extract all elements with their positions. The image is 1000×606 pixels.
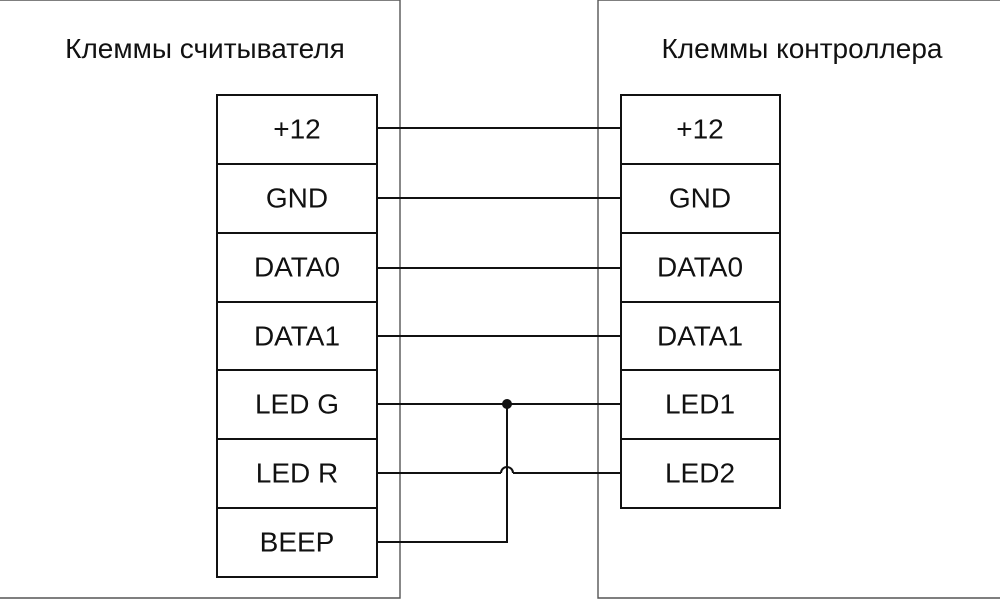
reader-terminal-label: GND: [266, 183, 328, 214]
reader-terminal-label: BEEP: [260, 527, 335, 558]
controller-terminal-gnd: [620, 163, 781, 234]
controller-terminal-led2: [620, 438, 781, 509]
controller-terminal-label: +12: [676, 114, 724, 145]
controller-terminal-led1: [620, 369, 781, 440]
reader-terminal-12v: [216, 94, 378, 165]
controller-terminal-label: GND: [669, 183, 731, 214]
reader-terminal-label: DATA0: [254, 252, 340, 283]
wire-beep: [377, 404, 508, 543]
junction-dot: [502, 399, 512, 409]
wires: [377, 127, 621, 543]
reader-terminal-beep: [216, 507, 378, 578]
reader-terminal-gnd: [216, 163, 378, 234]
reader-terminal-label: DATA1: [254, 321, 340, 352]
controller-panel-outline: [597, 0, 1000, 599]
reader-terminal-data0: [216, 232, 378, 303]
controller-terminal-label: LED1: [665, 389, 735, 420]
controller-terminal-label: LED2: [665, 458, 735, 489]
controller-terminal-label: DATA0: [657, 252, 743, 283]
reader-terminal-led-r: [216, 438, 378, 509]
reader-terminal-label: +12: [273, 114, 321, 145]
controller-terminal-block: +12 GND DATA0 DATA1 LED1 LED2: [620, 94, 781, 509]
reader-terminal-led-g: [216, 369, 378, 440]
reader-terminal-label: LED G: [255, 389, 339, 420]
reader-title: Клеммы считывателя: [65, 33, 345, 64]
reader-panel-outline: [0, 0, 401, 599]
reader-terminal-block: +12 GND DATA0 DATA1 LED G LED R BEEP: [216, 94, 378, 578]
controller-terminal-label: DATA1: [657, 321, 743, 352]
reader-terminal-data1: [216, 301, 378, 371]
controller-terminal-data1: [620, 301, 781, 371]
controller-title: Клеммы контроллера: [662, 33, 943, 64]
reader-terminal-label: LED R: [256, 458, 338, 489]
controller-terminal-data0: [620, 232, 781, 303]
